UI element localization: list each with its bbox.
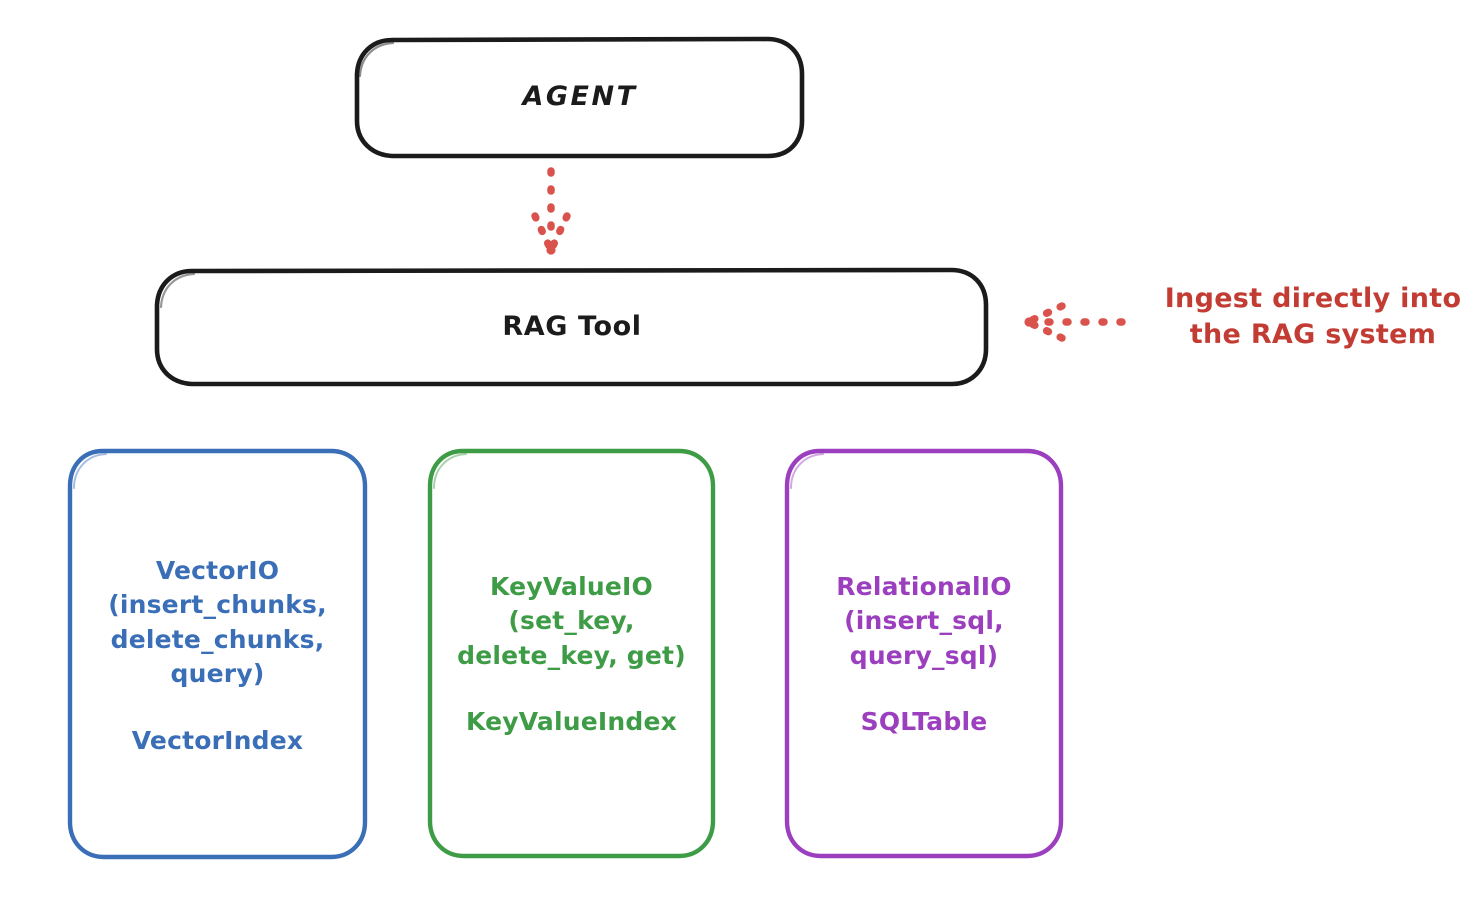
relational-io-node[interactable]: RelationalIO (insert_sql, query_sql) SQL… <box>787 450 1061 856</box>
rag-tool-node[interactable]: RAG Tool <box>157 270 987 384</box>
rag-tool-label: RAG Tool <box>502 310 642 342</box>
rag-tool-box-shape <box>154 267 989 387</box>
ingest-annotation-text: Ingest directly into the RAG system <box>1164 283 1462 351</box>
vector-io-label: VectorIO (insert_chunks, delete_chunks, … <box>108 555 327 689</box>
sql-table-label: SQLTable <box>860 707 988 737</box>
ingest-to-rag-tool-connector-icon <box>1024 302 1126 342</box>
key-value-index-label: KeyValueIndex <box>465 707 678 737</box>
agent-node[interactable]: AGENT <box>357 38 803 157</box>
agent-box-shape <box>354 36 805 159</box>
agent-to-rag-tool-connector-icon <box>531 167 571 255</box>
vector-io-node[interactable]: VectorIO (insert_chunks, delete_chunks, … <box>70 450 365 858</box>
agent-label: AGENT <box>522 81 638 113</box>
relational-io-box-shape <box>784 448 1064 859</box>
key-value-io-box-shape <box>427 448 716 859</box>
vector-index-label: VectorIndex <box>131 725 304 755</box>
key-value-io-node[interactable]: KeyValueIO (set_key, delete_key, get) Ke… <box>430 450 713 856</box>
key-value-io-label: KeyValueIO (set_key, delete_key, get) <box>457 571 686 670</box>
vector-io-box-shape <box>67 448 368 860</box>
relational-io-label: RelationalIO (insert_sql, query_sql) <box>836 571 1012 670</box>
